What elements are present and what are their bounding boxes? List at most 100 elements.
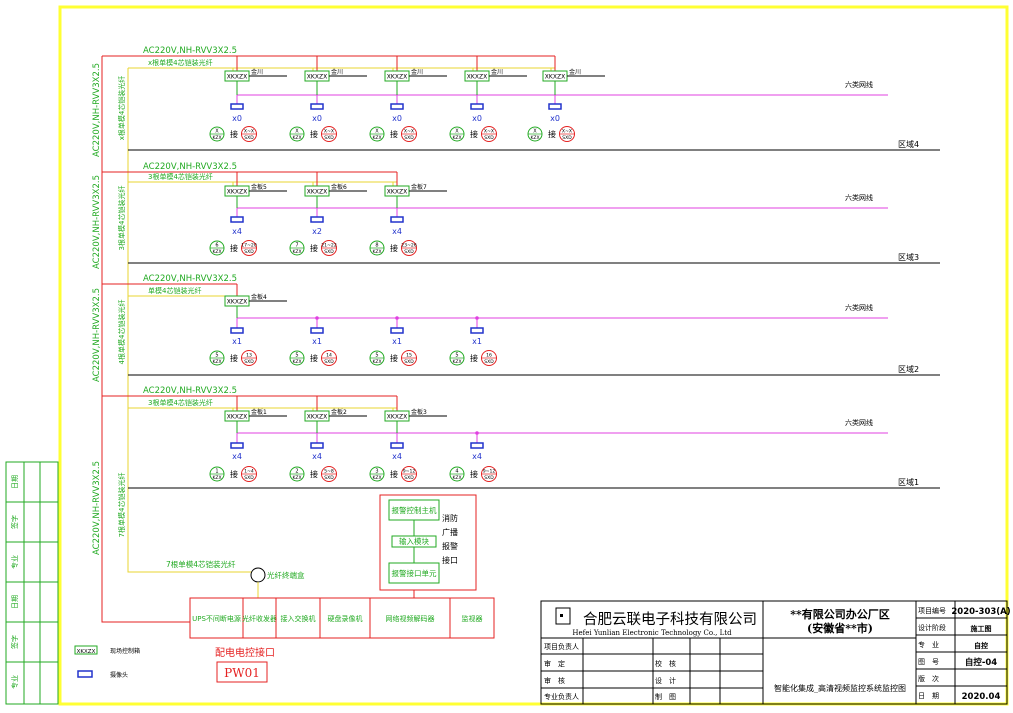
strip-label: 日期 [11, 475, 19, 489]
role-label: 审 核 [544, 676, 565, 685]
camera-qty: x0 [232, 114, 242, 123]
camera-qty: x1 [232, 337, 242, 346]
kzx-label: KZX [372, 249, 381, 255]
kzx-number: 7 [295, 243, 298, 249]
kzx-number: X [215, 129, 219, 135]
sxd-label: SXD [404, 135, 414, 141]
alarm-interface-unit: 报警接口单元 [392, 568, 437, 578]
meta-label: 项目编号 [918, 606, 946, 615]
title-block: 合肥云联电子科技有限公司 Hefei Yunlian Electronic Te… [540, 600, 1011, 705]
kzx-label: KZX [292, 135, 301, 141]
control-box-name: 金板6 [331, 183, 347, 191]
control-box-tag: XKXZX [387, 189, 407, 196]
meta-label: 专 业 [918, 640, 939, 649]
role-label: 设 计 [655, 676, 676, 685]
sxd-label: SXD [484, 475, 494, 481]
camera-icon [548, 103, 562, 110]
control-box-tag: XKXZX [227, 299, 247, 306]
fiber-cable-label: 3根单模4芯铠装光纤 [148, 172, 213, 181]
kzx-label: KZX [292, 359, 301, 365]
role-label: 项目负责人 [544, 642, 579, 651]
fiber-splice-label: 7根单模4芯铠装光纤 [166, 559, 236, 569]
camera-qty: x4 [232, 227, 242, 236]
sxd-label: SXD [324, 359, 334, 365]
sxd-number: X~X [484, 129, 494, 135]
fiber-trunk-label: 7根单模4芯铠装光纤 [117, 473, 126, 538]
kzx-number: 2 [295, 469, 298, 475]
kzx-number: 1 [215, 469, 218, 475]
control-box-tag: XKXZX [467, 74, 487, 81]
control-box-name: 金川 [251, 68, 263, 76]
meta-value: 自控 [974, 641, 988, 650]
connect-char: 接 [390, 353, 398, 363]
zone-2: AC220V,NH-RVV3X2.5单模4芯铠装光纤六类网线区域2XKXZX金板… [102, 274, 940, 376]
camera-icon [470, 442, 484, 449]
kzx-number: 5 [295, 353, 298, 359]
power-trunk-label: AC220V,NH-RVV3X2.5 [92, 63, 102, 157]
camera-icon [390, 442, 404, 449]
control-box-tag: XKXZX [387, 414, 407, 421]
camera-icon [310, 103, 324, 110]
control-box-name: 金川 [491, 68, 503, 76]
camera-icon [390, 327, 404, 334]
camera-qty: x0 [312, 114, 322, 123]
sxd-label: SXD [404, 249, 414, 255]
camera-icon [230, 327, 244, 334]
kzx-label: KZX [530, 135, 539, 141]
camera-icon [230, 103, 244, 110]
fiber-trunk-yellow [127, 68, 258, 573]
power-cable-label: AC220V,NH-RVV3X2.5 [143, 386, 237, 396]
kzx-number: 5 [375, 353, 378, 359]
sxd-label: SXD [244, 359, 254, 365]
meta-label: 设计阶段 [918, 623, 946, 632]
connect-char: 接 [310, 129, 318, 139]
camera-qty: x1 [392, 337, 402, 346]
meta-value: 2020-303(A) [951, 607, 1010, 617]
connect-char: 接 [310, 243, 318, 253]
power-trunk-label: AC220V,NH-RVV3X2.5 [92, 288, 102, 382]
fire-side-label: 报警 [442, 541, 458, 551]
connect-char: 接 [390, 243, 398, 253]
fire-alarm-host: 报警控制主机 [392, 505, 437, 515]
meta-value: 自控-04 [965, 657, 997, 668]
control-box-name: 金板7 [411, 183, 427, 191]
kzx-label: KZX [212, 475, 221, 481]
project-name: **有限公司办公厂区 [790, 607, 890, 621]
control-box-name: 金板2 [331, 408, 347, 416]
camera-qty: x2 [312, 227, 322, 236]
sxd-label: SXD [244, 475, 254, 481]
kzx-label: KZX [212, 359, 221, 365]
sxd-label: SXD [404, 475, 414, 481]
sxd-label: SXD [324, 249, 334, 255]
sxd-label: SXD [324, 135, 334, 141]
legend-desc: 现场控制箱 [110, 647, 140, 655]
sxd-number: 23~26 [401, 243, 417, 249]
distribution-code-box [216, 661, 268, 683]
fire-side-label: 接口 [442, 555, 458, 565]
kzx-label: KZX [372, 359, 381, 365]
fire-alarm-interface: 报警控制主机 输入模块 报警接口单元 消防 广播 报警 接口 [379, 494, 477, 598]
meta-value: 2020.04 [962, 692, 1001, 702]
kzx-number: X [375, 129, 379, 135]
fiber-cable-label: x根单模4芯铠装光纤 [148, 58, 213, 67]
rack-cell-label: 接入交换机 [281, 614, 316, 623]
strip-label: 日期 [11, 595, 19, 609]
sxd-number: 5~8 [324, 469, 334, 475]
sxd-number: 14 [326, 353, 332, 359]
cat6-label: 六类网线 [845, 193, 873, 202]
control-box-tag: XKXZX [307, 189, 327, 196]
kzx-label: KZX [452, 135, 461, 141]
kzx-number: 8 [375, 243, 378, 249]
camera-qty: x4 [392, 227, 402, 236]
meta-value: 施工图 [971, 624, 992, 633]
camera-qty: x4 [472, 452, 482, 461]
camera-icon [230, 442, 244, 449]
control-box-tag: XKXZX [545, 74, 565, 81]
distribution-code: PW01 [224, 666, 260, 680]
meta-label: 版 次 [918, 674, 939, 683]
zone-3: AC220V,NH-RVV3X2.53根单模4芯铠装光纤六类网线区域3XKXZX… [102, 162, 940, 264]
cat6-label: 六类网线 [845, 303, 873, 312]
kzx-label: KZX [372, 475, 381, 481]
control-box-tag: XKXZX [307, 414, 327, 421]
